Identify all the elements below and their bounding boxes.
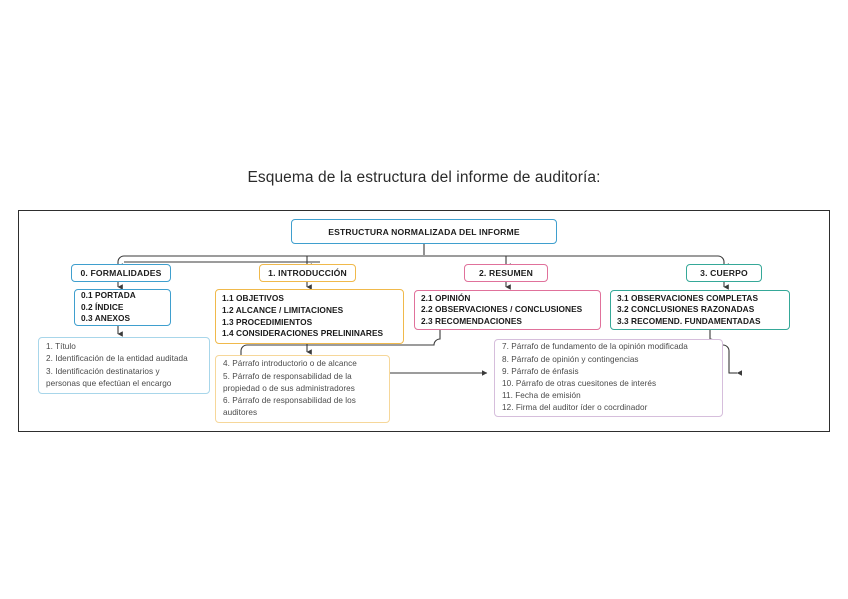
node-header-label: 1. INTRODUCCIÓN — [268, 268, 347, 278]
list-item: 1.3 PROCEDIMIENTOS — [222, 316, 313, 327]
item-list: 0.1 PORTADA 0.2 ÍNDICE 0.3 ANEXOS — [81, 290, 165, 325]
node-header-formalidades[interactable]: 0. FORMALIDADES — [71, 264, 171, 282]
list-item: 6. Párrafo de responsabilidad de los — [223, 396, 356, 406]
page-title: Esquema de la estructura del informe de … — [247, 169, 601, 186]
list-item: 0.3 ANEXOS — [81, 313, 131, 324]
list-item: 3.1 OBSERVACIONES COMPLETAS — [617, 292, 759, 303]
detail-list: 1. Título 2. Identificación de la entida… — [46, 341, 203, 390]
list-item: auditores — [223, 408, 258, 418]
list-item: 7. Párrafo de fundamento de la opinión m… — [502, 342, 688, 352]
node-header-label: 0. FORMALIDADES — [80, 268, 162, 278]
node-header-label: 2. RESUMEN — [478, 268, 534, 278]
list-item: 1.1 OBJETIVOS — [222, 293, 284, 304]
node-detail-shared[interactable]: 7. Párrafo de fundamento de la opinión m… — [494, 339, 723, 417]
list-item: 3. Identificación destinatarios y — [46, 366, 160, 376]
list-item: 8. Párrafo de opinión y contingencias — [502, 354, 639, 364]
node-items-formalidades[interactable]: 0.1 PORTADA 0.2 ÍNDICE 0.3 ANEXOS — [74, 289, 171, 326]
list-item: 3.3 RECOMEND. FUNDAMENTADAS — [617, 315, 761, 326]
list-item: 1.2 ALCANCE / LIMITACIONES — [222, 304, 344, 315]
item-list: 2.1 OPINIÓN 2.2 OBSERVACIONES / CONCLUSI… — [421, 293, 595, 328]
detail-list: 4. Párrafo introductorio o de alcance 5.… — [223, 358, 383, 419]
list-item: 2.3 RECOMENDACIONES — [421, 315, 522, 326]
node-items-introduccion[interactable]: 1.1 OBJETIVOS 1.2 ALCANCE / LIMITACIONES… — [215, 289, 404, 344]
list-item: 3.2 CONCLUSIONES RAZONADAS — [617, 304, 755, 315]
list-item: propiedad o de sus administradores — [223, 383, 355, 393]
list-item: 10. Párrafo de otras cuesitones de inter… — [502, 379, 657, 388]
detail-list: 7. Párrafo de fundamento de la opinión m… — [502, 341, 716, 414]
list-item: 2.1 OPINIÓN — [421, 292, 471, 303]
node-detail-formalidades[interactable]: 1. Título 2. Identificación de la entida… — [38, 337, 210, 394]
node-header-label: 3. CUERPO — [700, 268, 748, 278]
list-item: 4. Párrafo introductorio o de alcance — [223, 359, 357, 369]
list-item: 0.2 ÍNDICE — [81, 301, 124, 312]
list-item: 12. Firma del auditor íder o cocrdinador — [502, 403, 648, 413]
node-items-cuerpo[interactable]: 3.1 OBSERVACIONES COMPLETAS 3.2 CONCLUSI… — [610, 290, 790, 330]
item-list: 1.1 OBJETIVOS 1.2 ALCANCE / LIMITACIONES… — [222, 293, 398, 339]
list-item: 1.4 CONSIDERACIONES PRELININARES — [222, 328, 384, 339]
list-item: 0.1 PORTADA — [81, 290, 136, 301]
list-item: 2. Identificación de la entidad auditada — [46, 354, 188, 364]
item-list: 3.1 OBSERVACIONES COMPLETAS 3.2 CONCLUSI… — [617, 293, 784, 328]
node-header-resumen[interactable]: 2. RESUMEN — [464, 264, 548, 282]
list-item: personas que efectúan el encargo — [46, 378, 172, 388]
node-root-label: ESTRUCTURA NORMALIZADA DEL INFORME — [328, 226, 520, 237]
node-items-resumen[interactable]: 2.1 OPINIÓN 2.2 OBSERVACIONES / CONCLUSI… — [414, 290, 601, 330]
node-header-cuerpo[interactable]: 3. CUERPO — [686, 264, 762, 282]
list-item: 11. Fecha de emisión — [502, 391, 581, 401]
node-detail-introduccion[interactable]: 4. Párrafo introductorio o de alcance 5.… — [215, 355, 390, 423]
list-item: 2.2 OBSERVACIONES / CONCLUSIONES — [421, 304, 583, 315]
node-header-introduccion[interactable]: 1. INTRODUCCIÓN — [259, 264, 356, 282]
list-item: 1. Título — [46, 342, 76, 352]
list-item: 5. Párrafo de responsabilidad de la — [223, 371, 352, 381]
list-item: 9. Párrafo de énfasis — [502, 366, 579, 376]
node-root[interactable]: ESTRUCTURA NORMALIZADA DEL INFORME — [291, 219, 557, 244]
